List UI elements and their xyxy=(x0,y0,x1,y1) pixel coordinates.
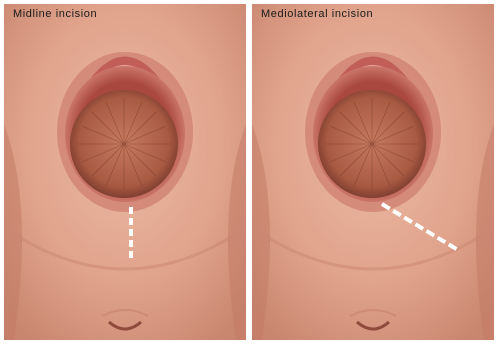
illustration-midline xyxy=(4,4,246,340)
illustration-mediolateral xyxy=(252,4,494,340)
panel-title-mediolateral: Mediolateral incision xyxy=(261,8,373,20)
panel-title-midline: Midline incision xyxy=(13,8,97,20)
panel-mediolateral: Mediolateral incision xyxy=(252,4,494,340)
panel-midline: Midline incision xyxy=(4,4,246,340)
